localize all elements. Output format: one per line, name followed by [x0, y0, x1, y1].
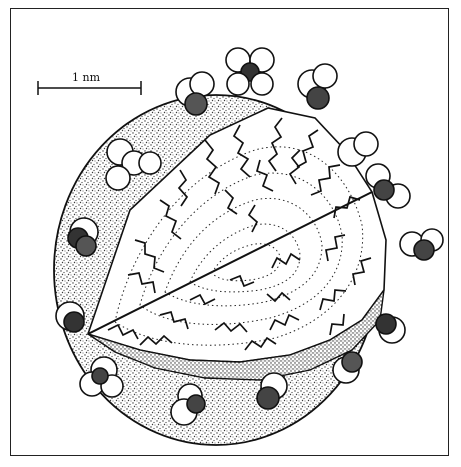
- head-group: [400, 229, 443, 260]
- scale-bar-label: 1 nm: [72, 71, 101, 84]
- head-group: [56, 302, 84, 332]
- head-group: [298, 64, 337, 109]
- head-group: [226, 48, 274, 95]
- scale-bar: 1 nm: [38, 71, 141, 95]
- head-group: [376, 314, 405, 343]
